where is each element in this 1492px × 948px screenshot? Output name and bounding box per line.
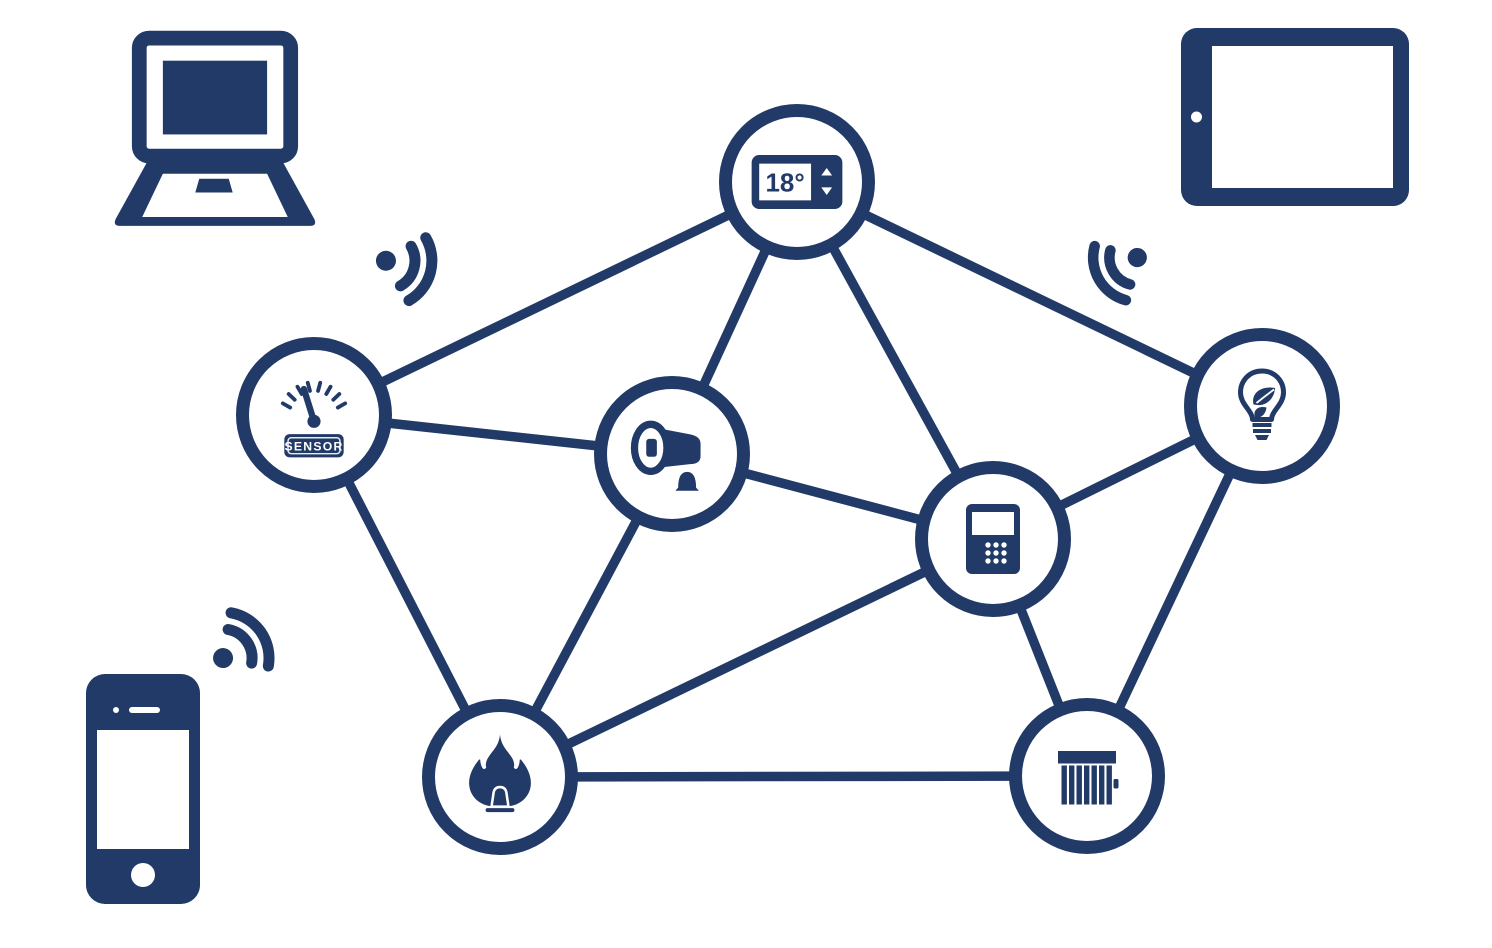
arrow-down-icon: [821, 187, 833, 195]
radiator-icon: [1058, 751, 1119, 805]
wifi-signal-icon: [1087, 240, 1147, 306]
siren-node: [594, 376, 750, 532]
thermostat-node: 18°: [719, 104, 875, 260]
sensor-node: SENSOR: [236, 337, 392, 493]
gauge-icon: SENSOR: [280, 380, 348, 458]
thermostat-display-value: 18°: [766, 170, 805, 198]
arrow-up-icon: [821, 167, 833, 176]
wifi-signal-icon: [375, 232, 438, 307]
leaf-bulb-icon: [1238, 368, 1286, 440]
tablet-icon: [1181, 28, 1409, 206]
network-edge: [497, 534, 996, 782]
eco-bulb-node: [1184, 328, 1340, 484]
megaphone-bell-icon: [630, 420, 701, 491]
fire-alarm-node: [422, 699, 578, 855]
radiator-node: [1009, 698, 1165, 854]
network-edge: [499, 771, 1088, 782]
control-panel-node: [915, 461, 1071, 617]
thermostat-icon: 18°: [751, 155, 843, 209]
sensor-label: SENSOR: [284, 440, 343, 454]
laptop-icon: [114, 30, 316, 226]
flame-bell-icon: [469, 734, 531, 814]
network-edge: [311, 177, 800, 420]
keypad-icon: [966, 504, 1020, 574]
smartphone-icon: [86, 674, 200, 904]
wifi-signal-icon: [213, 607, 275, 672]
network-edge: [794, 177, 1265, 411]
